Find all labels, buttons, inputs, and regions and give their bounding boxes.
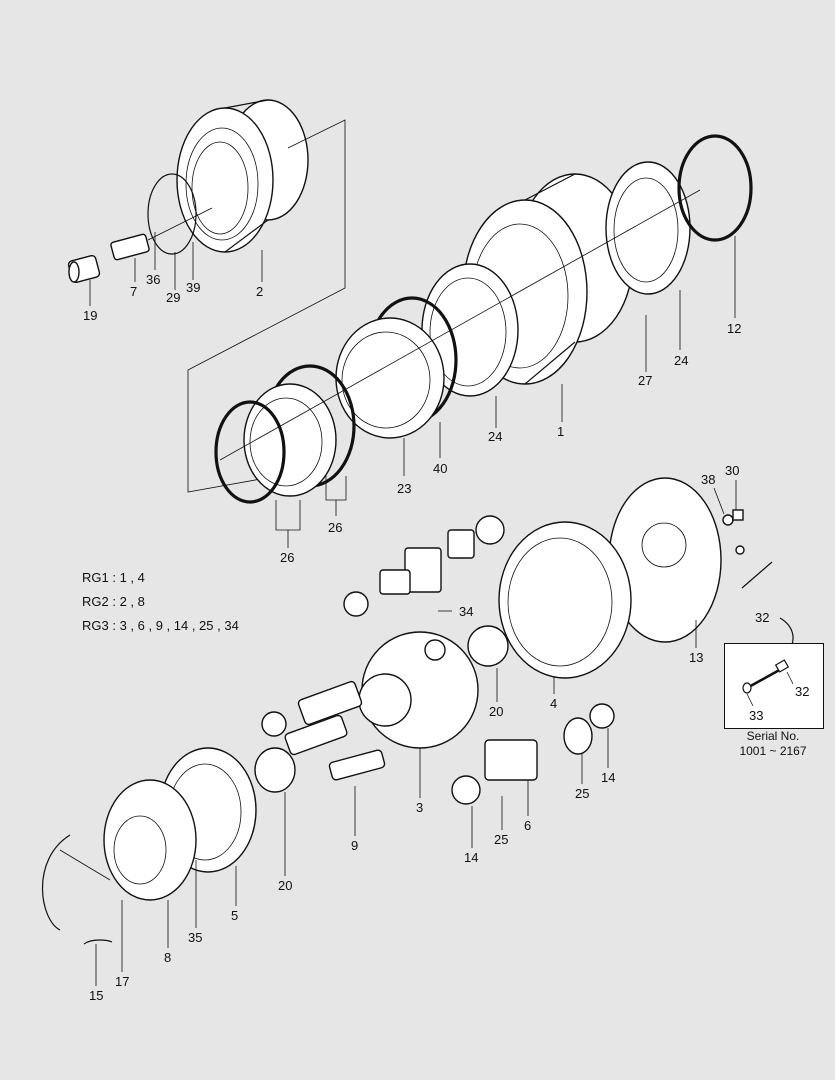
label-part-35: 35 [188, 930, 202, 945]
label-part-36: 36 [146, 272, 160, 287]
part-8-hub [103, 779, 197, 901]
part-26-oring [214, 400, 286, 504]
label-part-39: 39 [186, 280, 200, 295]
part-32-bolt [741, 561, 773, 589]
serial-variant-inset: 32 33 [724, 643, 824, 729]
label-part-23: 23 [397, 481, 411, 496]
part-12-oring [677, 134, 753, 242]
part-19-collar [67, 254, 101, 284]
label-part-24-lower: 24 [488, 429, 502, 444]
label-part-27: 27 [638, 373, 652, 388]
washer-left [343, 591, 369, 617]
label-part-7: 7 [130, 284, 137, 299]
label-part-20-lower: 20 [278, 878, 292, 893]
part-24-bearing-upper [605, 161, 691, 295]
label-part-13: 13 [689, 650, 703, 665]
label-part-19: 19 [83, 308, 97, 323]
part-17-bolts [59, 849, 111, 881]
label-part-8: 8 [164, 950, 171, 965]
part-23-seal-ring [335, 317, 445, 439]
label-part-1: 1 [557, 424, 564, 439]
legend-rg2: RG2 : 2 , 8 [82, 594, 145, 609]
label-part-32-main: 32 [755, 610, 769, 625]
label-part-12: 12 [727, 321, 741, 336]
serial-title: Serial No. [746, 729, 800, 743]
label-part-5: 5 [231, 908, 238, 923]
inset-bolt-drawing: 32 33 [742, 659, 809, 723]
label-part-25-upper: 25 [575, 786, 589, 801]
label-part-30: 30 [725, 463, 739, 478]
part-20-thrust-washer-upper [467, 625, 509, 667]
label-part-25-lower: 25 [494, 832, 508, 847]
label-part-15: 15 [89, 988, 103, 1003]
group-boundary [187, 119, 346, 493]
label-part-9: 9 [351, 838, 358, 853]
label-part-4: 4 [550, 696, 557, 711]
label-part-20-upper: 20 [489, 704, 503, 719]
label-part-26-left: 26 [280, 550, 294, 565]
part-2-housing [176, 99, 309, 253]
label-part-34: 34 [459, 604, 473, 619]
part-15-snap-ring [41, 834, 113, 945]
label-part-17: 17 [115, 974, 129, 989]
planet-gears-left [261, 680, 386, 781]
label-part-32-inset: 32 [795, 684, 809, 699]
part-3-carrier [358, 631, 479, 749]
part-4-ring-gear [498, 521, 632, 679]
part-labels: 2 7 36 29 39 19 1 24 24 27 12 40 23 26 2… [83, 272, 769, 1003]
serial-range: 1001 ~ 2167 [739, 744, 807, 758]
part-29-oring [147, 173, 197, 255]
label-part-3: 3 [416, 800, 423, 815]
serial-number-note: Serial No. 1001 ~ 2167 [724, 729, 822, 759]
sun-gear-upper [379, 515, 505, 595]
label-part-2: 2 [256, 284, 263, 299]
label-part-14-lower: 14 [464, 850, 478, 865]
part-7-shaft [110, 233, 150, 261]
label-part-40: 40 [433, 461, 447, 476]
label-part-6: 6 [524, 818, 531, 833]
part-38-30-plugs [722, 509, 745, 555]
part-20-thrust-washer-lower [254, 747, 296, 793]
legend-rg1: RG1 : 1 , 4 [82, 570, 145, 585]
label-part-14-upper: 14 [601, 770, 615, 785]
label-part-38: 38 [701, 472, 715, 487]
label-part-33: 33 [749, 708, 763, 723]
label-part-29: 29 [166, 290, 180, 305]
part-26-seal-inner [243, 383, 337, 497]
label-part-26-right: 26 [328, 520, 342, 535]
label-part-24-upper: 24 [674, 353, 688, 368]
part-6-planet-gear [451, 703, 615, 805]
legend-rg3: RG3 : 3 , 6 , 9 , 14 , 25 , 34 [82, 618, 239, 633]
